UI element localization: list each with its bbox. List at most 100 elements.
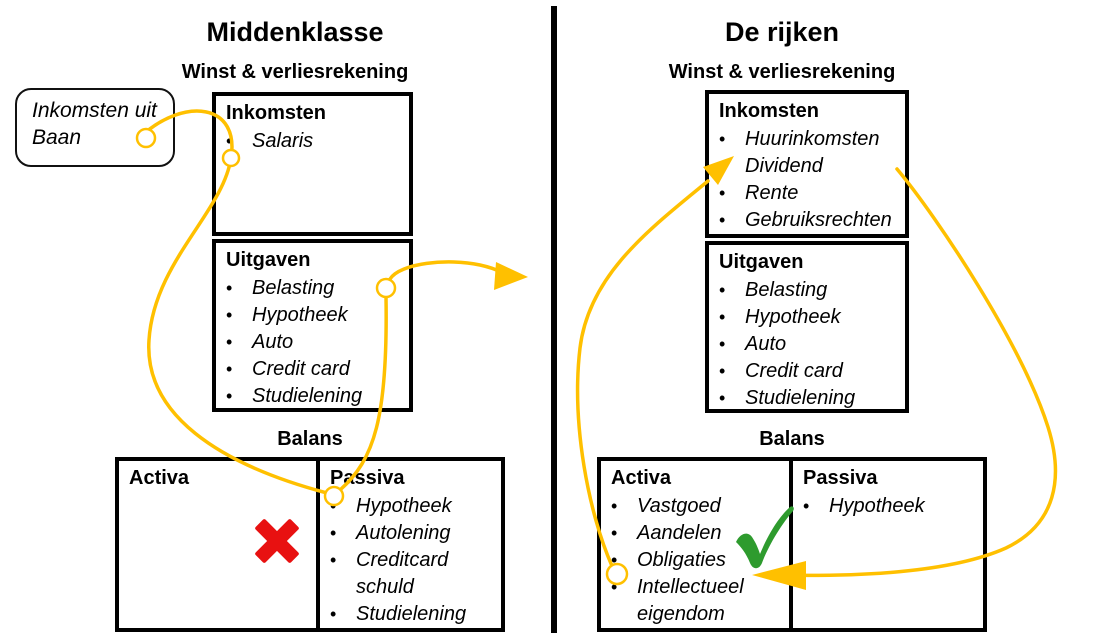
right-liabilities-header: Passiva xyxy=(803,467,878,489)
list-item: •Hypotheek xyxy=(226,302,403,329)
list-item-text: Huurinkomsten xyxy=(745,128,880,150)
list-item: • Aandelen xyxy=(611,520,783,547)
right-balance-box: Activa • Vastgoed • Aandelen • Obligaties • Int… xyxy=(597,457,987,632)
left-income-list: • Salaris xyxy=(226,128,403,155)
list-item: • Studielening xyxy=(719,385,899,412)
right-income-box: Inkomsten •Huurinkomsten•Dividend•Rente•… xyxy=(705,90,909,238)
left-liabilities-header: Passiva xyxy=(330,467,405,489)
list-item: • Studielening xyxy=(226,383,403,410)
left-balance-box: Activa Passiva • Hypotheek • Autolening • Cre… xyxy=(115,457,505,632)
right-income-header: Inkomsten xyxy=(719,100,820,122)
bullet-icon: • xyxy=(226,359,233,379)
left-pnl-statement-label: Winst & verliesrekening xyxy=(181,61,409,83)
list-item: • Gebruiksrechten xyxy=(719,207,899,234)
right-expenses-list: • Belasting • Hypotheek • Auto • Credit card • St… xyxy=(719,277,899,412)
list-item-text: Hypotheek xyxy=(356,495,452,517)
list-item-text: Intellectueel eigendom xyxy=(637,576,744,625)
list-item: • Credit card xyxy=(226,356,403,383)
left-panel-title: Middenklasse xyxy=(206,17,384,47)
list-item: • Salaris xyxy=(226,128,403,155)
right-assets-header: Activa xyxy=(611,467,672,489)
list-item-text: Salaris xyxy=(252,130,314,152)
bullet-icon: • xyxy=(719,307,726,327)
left-assets-cell: Activa xyxy=(119,461,316,628)
callout-text: Inkomsten uit Baan xyxy=(32,99,157,149)
list-item-text: Credit card xyxy=(252,358,350,380)
list-item: • Hypotheek xyxy=(803,493,977,520)
left-expenses-header: Uitgaven xyxy=(226,249,311,271)
list-item-text: Dividend xyxy=(745,155,823,177)
left-income-box: Inkomsten • Salaris xyxy=(212,92,413,236)
bullet-icon: • xyxy=(330,496,337,516)
bullet-icon: • xyxy=(611,550,618,570)
list-item-text: Hypotheek xyxy=(745,306,841,328)
list-item: • Hypotheek xyxy=(330,493,495,520)
list-item-text: Creditcard schuld xyxy=(356,549,449,598)
right-expenses-header: Uitgaven xyxy=(719,251,804,273)
list-item-text: Belasting xyxy=(745,279,828,301)
bullet-icon: • xyxy=(330,550,337,570)
bullet-icon: • xyxy=(330,523,337,543)
list-item: • Obligaties xyxy=(611,547,783,574)
list-item: • Belasting xyxy=(226,275,403,302)
list-item-text: Studielening xyxy=(252,385,363,407)
list-item-text: Rente xyxy=(745,182,799,204)
bullet-icon: • xyxy=(719,156,726,176)
bullet-icon: • xyxy=(611,577,618,597)
bullet-icon: • xyxy=(611,496,618,516)
left-expenses-box: Uitgaven •Belasting•Hypotheek•Auto•Credi… xyxy=(212,239,413,412)
list-item-text: Autolening xyxy=(356,522,451,544)
bullet-icon: • xyxy=(719,388,726,408)
right-income-list: •Huurinkomsten • Dividend • Rente • Gebruiksre… xyxy=(719,126,899,234)
right-assets-list: • Vastgoed • Aandelen • Obligaties • Intellectu… xyxy=(611,493,783,628)
right-balance-label: Balans xyxy=(759,428,825,450)
list-item-text: Aandelen xyxy=(637,522,722,544)
bullet-icon: • xyxy=(803,496,810,516)
center-divider-line xyxy=(551,6,557,633)
list-item-text: Gebruiksrechten xyxy=(745,209,892,231)
list-item: • Rente xyxy=(719,180,899,207)
left-balance-label: Balans xyxy=(277,428,343,450)
right-assets-cell: Activa • Vastgoed • Aandelen • Obligaties • Int… xyxy=(601,461,789,628)
bullet-icon: • xyxy=(226,386,233,406)
bullet-icon: • xyxy=(719,210,726,230)
bullet-icon: • xyxy=(611,523,618,543)
right-liabilities-list: • Hypotheek xyxy=(803,493,977,520)
list-item-text: Auto xyxy=(252,331,294,353)
left-assets-header: Activa xyxy=(129,467,190,489)
list-item: • Auto xyxy=(719,331,899,358)
list-item-text: Studielening xyxy=(356,603,467,625)
list-item-text: Hypotheek xyxy=(829,495,925,517)
right-pnl-statement-label: Winst & verliesrekening xyxy=(668,61,896,83)
bullet-icon: • xyxy=(719,280,726,300)
left-income-header: Inkomsten xyxy=(226,102,327,124)
bullet-icon: • xyxy=(719,361,726,381)
list-item: • Auto xyxy=(226,329,403,356)
list-item: •Huurinkomsten xyxy=(719,126,899,153)
bullet-icon: • xyxy=(226,278,233,298)
list-item: • Credit card xyxy=(719,358,899,385)
list-item: • Autolening xyxy=(330,520,495,547)
bullet-icon: • xyxy=(719,334,726,354)
bullet-icon: • xyxy=(330,604,337,624)
left-outflow-arrowhead-icon xyxy=(494,262,528,290)
bullet-icon: • xyxy=(226,131,233,151)
bullet-icon: • xyxy=(719,183,726,203)
list-item: • Intellectueel eigendom xyxy=(611,574,783,628)
list-item-text: Studielening xyxy=(745,387,856,409)
bullet-icon: • xyxy=(226,332,233,352)
list-item: • Vastgoed xyxy=(611,493,783,520)
list-item-text: Auto xyxy=(745,333,787,355)
list-item: • Hypotheek xyxy=(719,304,899,331)
list-item-text: Vastgoed xyxy=(637,495,721,517)
right-expenses-box: Uitgaven • Belasting • Hypotheek • Auto • Credi… xyxy=(705,241,909,413)
list-item-text: Obligaties xyxy=(637,549,726,571)
right-liabilities-cell: Passiva • Hypotheek xyxy=(789,461,983,628)
list-item-text: Hypotheek xyxy=(252,304,348,326)
list-item-text: Credit card xyxy=(745,360,843,382)
list-item: • Belasting xyxy=(719,277,899,304)
list-item-text: Belasting xyxy=(252,277,335,299)
callout-inkomsten-uit-baan: Inkomsten uit Baan xyxy=(15,88,175,167)
left-liabilities-list: •Hypotheek•Autolening•Creditcard schuld•… xyxy=(330,493,495,628)
